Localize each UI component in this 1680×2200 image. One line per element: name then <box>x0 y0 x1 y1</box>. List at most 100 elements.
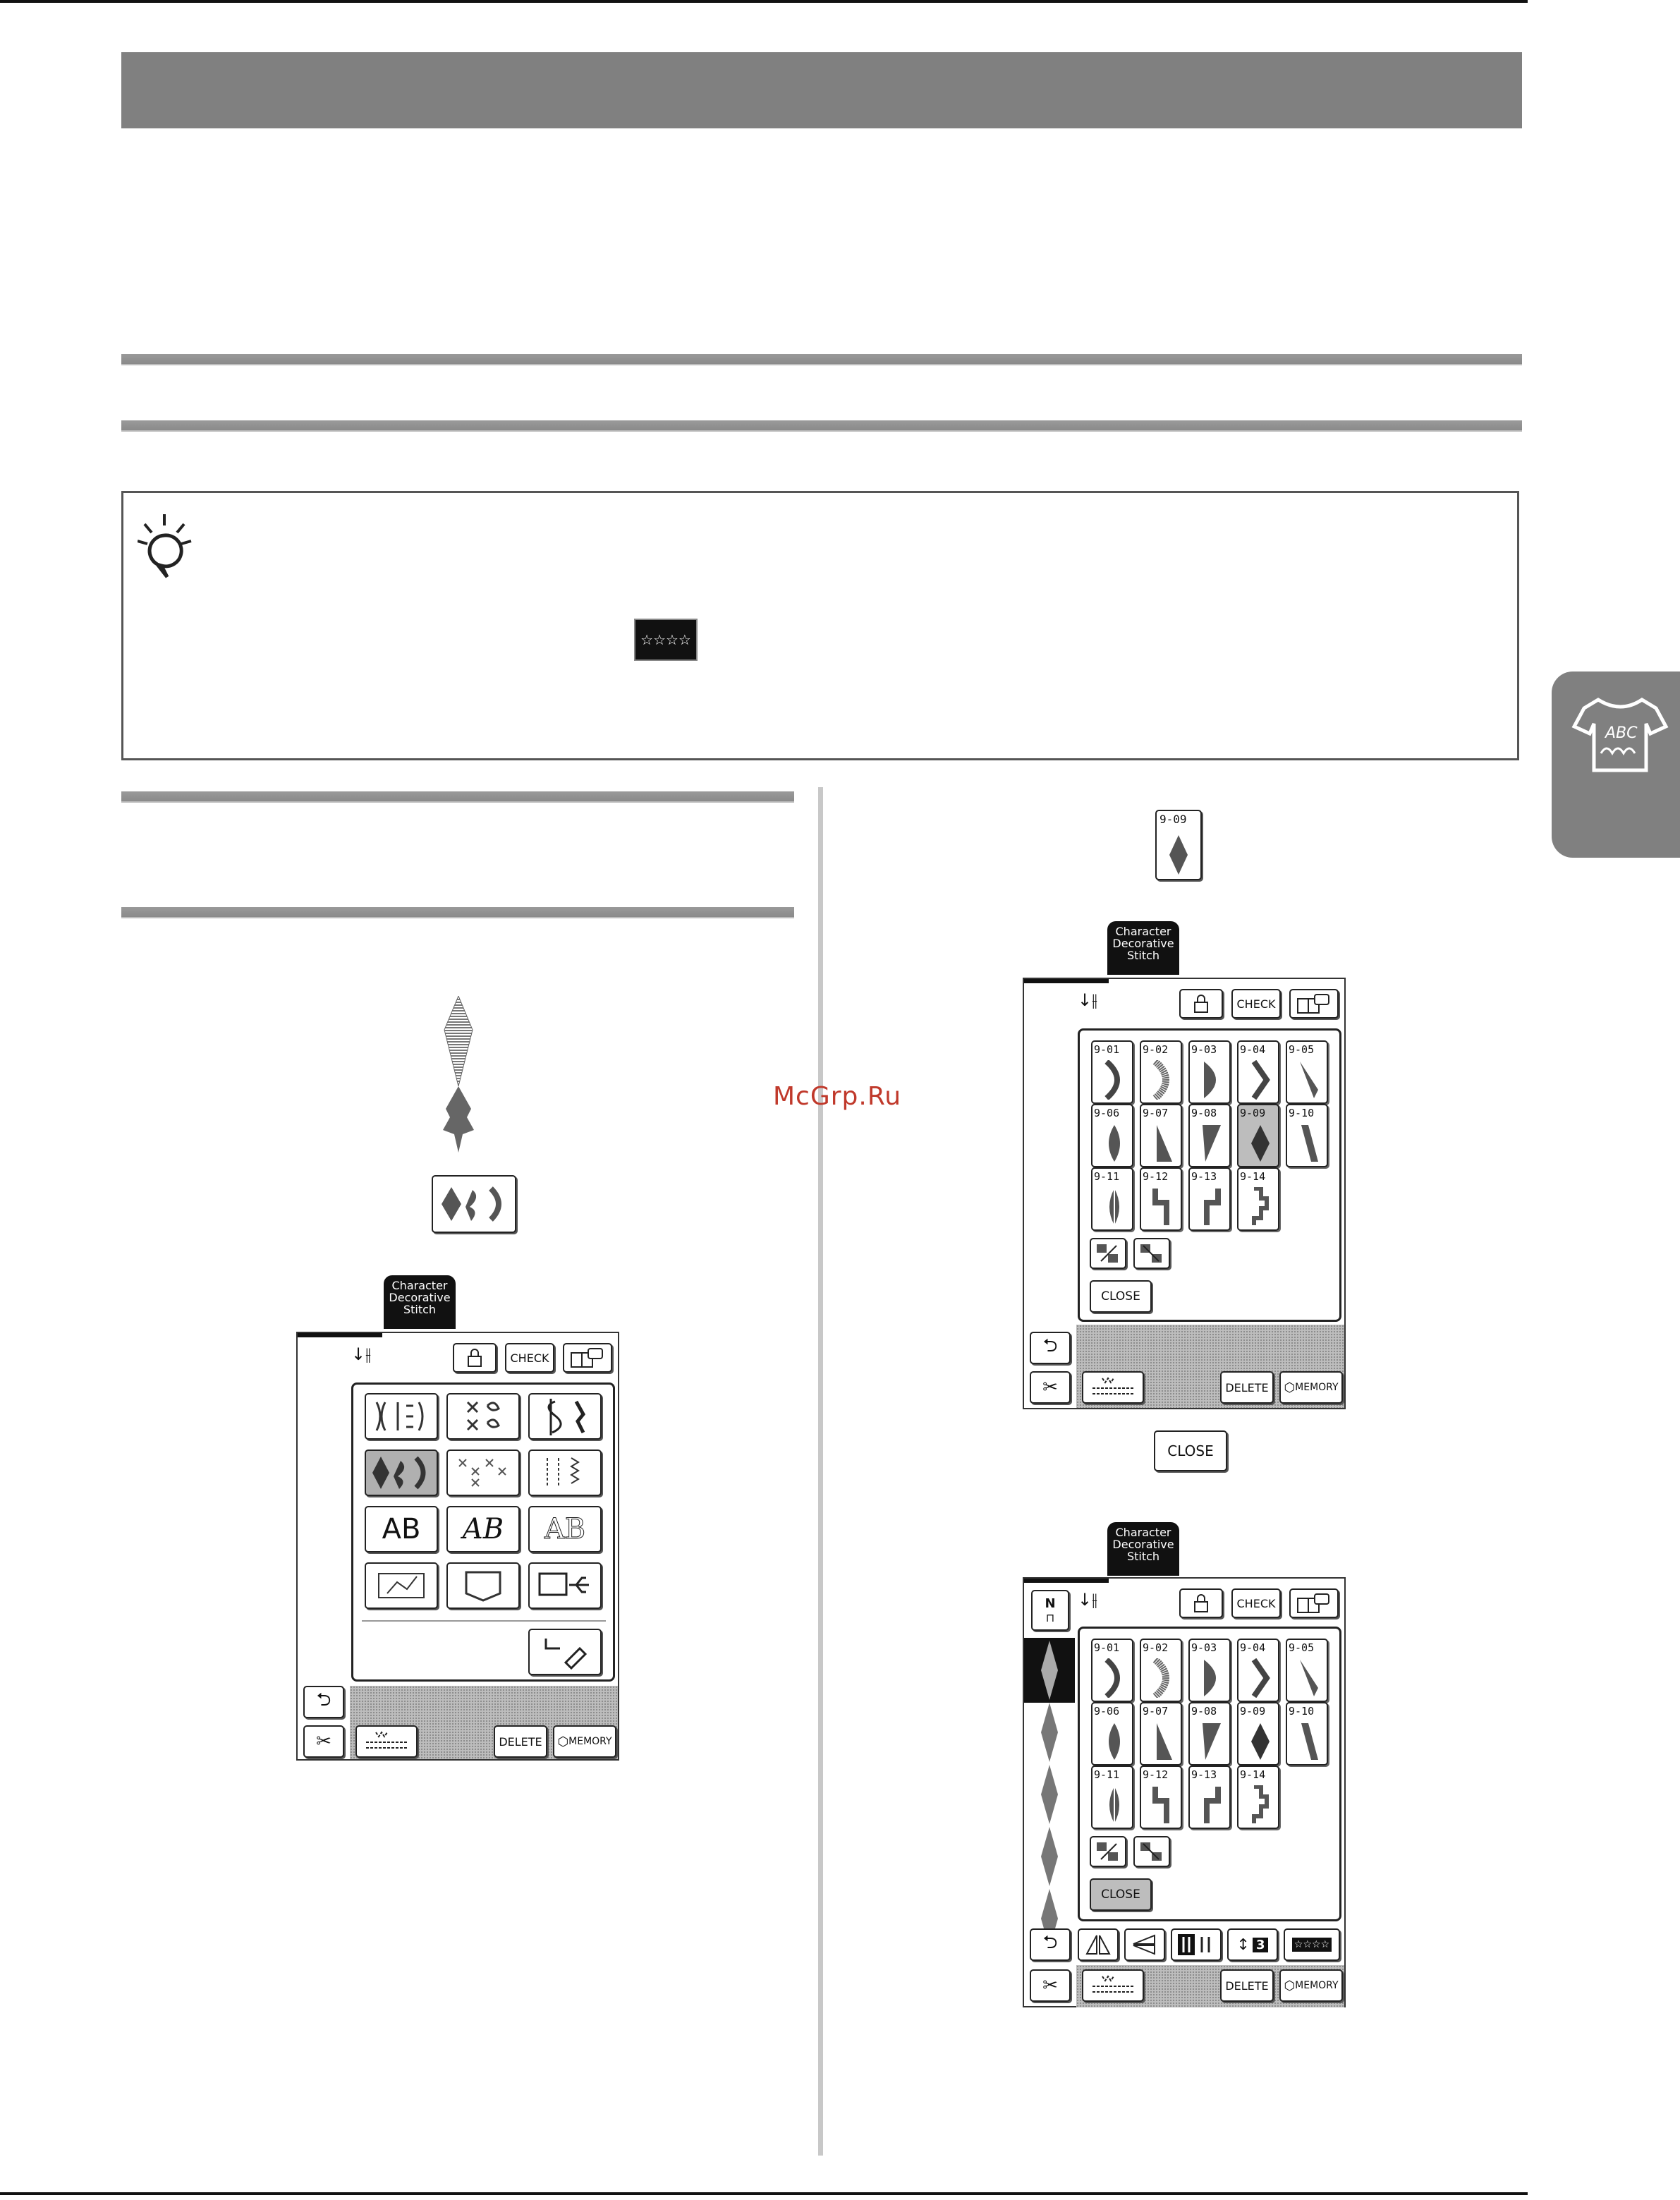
s3-stitch-9-05[interactable]: 9-05 <box>1286 1639 1328 1702</box>
screen3-check-button[interactable]: CHECK <box>1231 1588 1281 1618</box>
page-prev-button[interactable] <box>1090 1238 1126 1269</box>
screen3-panel: N ⊓ ↓⫲ CHECK 9-01 9-02 9-03 9-04 9-05 9-… <box>1023 1577 1346 2007</box>
category-cross[interactable] <box>446 1393 520 1440</box>
category-combination[interactable] <box>365 1562 438 1609</box>
screen3-delete-button[interactable]: DELETE <box>1220 1969 1274 2002</box>
category-usb[interactable] <box>528 1562 602 1609</box>
reverse-button[interactable]: ⮌ <box>303 1686 344 1718</box>
close-button[interactable]: CLOSE <box>1090 1280 1152 1313</box>
stitch-9-04[interactable]: 9-04 <box>1237 1040 1279 1104</box>
twin-needle-button[interactable] <box>1171 1928 1222 1961</box>
category-ornament[interactable] <box>528 1393 602 1440</box>
my-custom-stitch-button[interactable] <box>528 1629 602 1675</box>
s3-stitch-9-07[interactable]: 9-07 <box>1140 1702 1182 1766</box>
left-subheading-bar-2 <box>121 907 794 918</box>
screen3-memory-button[interactable]: ⬡MEMORY <box>1279 1969 1343 2002</box>
reverse-triangle-stitch-icon <box>1203 1723 1221 1760</box>
stitch-code: 9-08 <box>1191 1705 1217 1718</box>
density-button[interactable]: ☆☆☆☆ <box>1284 1928 1340 1961</box>
screen3-lock-button[interactable] <box>1179 1588 1223 1618</box>
screen3-reverse-button[interactable]: ⮌ <box>1030 1928 1071 1961</box>
manual-button[interactable] <box>563 1343 612 1373</box>
crescent-stitch-icon <box>1152 1658 1169 1698</box>
elongation-count: 3 <box>1252 1937 1269 1952</box>
mirror-horizontal-button[interactable] <box>1078 1928 1119 1961</box>
s3-stitch-9-11[interactable]: 9-11 <box>1091 1766 1133 1829</box>
category-floral[interactable] <box>365 1393 438 1440</box>
stitch-9-14[interactable]: 9-14 <box>1237 1167 1279 1231</box>
mirror-vertical-button[interactable] <box>1124 1928 1165 1961</box>
stitch-code: 9-03 <box>1191 1641 1217 1654</box>
category-satin[interactable] <box>365 1450 438 1496</box>
stitch-9-10[interactable]: 9-10 <box>1286 1104 1328 1167</box>
screen3-tab-text: Character Decorative Stitch <box>1112 1526 1174 1563</box>
screen3-stitch-preview-button[interactable] <box>1082 1969 1144 2002</box>
stitch-preview-button[interactable] <box>355 1725 418 1758</box>
category-pocket[interactable] <box>446 1562 520 1609</box>
s3-stitch-9-10[interactable]: 9-10 <box>1286 1702 1328 1766</box>
stitch-9-13[interactable]: 9-13 <box>1188 1167 1231 1231</box>
chapter-side-tab: ABC <box>1552 671 1680 858</box>
stitch-9-09[interactable]: 9-09 <box>1237 1104 1279 1167</box>
category-script[interactable]: AB <box>446 1506 520 1552</box>
s3-page-next-icon <box>1140 1842 1162 1861</box>
stitch-code: 9-06 <box>1094 1705 1120 1718</box>
s3-stitch-9-14[interactable]: 9-14 <box>1237 1766 1279 1829</box>
screen2-delete-button[interactable]: DELETE <box>1220 1371 1274 1404</box>
stitch-9-11[interactable]: 9-11 <box>1091 1167 1133 1231</box>
category-outline[interactable]: AB <box>528 1506 602 1552</box>
presser-foot-button[interactable]: N ⊓ <box>1031 1590 1069 1631</box>
delete-button[interactable]: DELETE <box>494 1725 547 1758</box>
screen3-thread-cutter-button[interactable]: ✂ <box>1030 1969 1071 2002</box>
s3-stitch-9-04[interactable]: 9-04 <box>1237 1639 1279 1702</box>
s3-stitch-9-09[interactable]: 9-09 <box>1237 1702 1279 1766</box>
screen2-memory-button[interactable]: ⬡MEMORY <box>1279 1371 1343 1404</box>
check-button[interactable]: CHECK <box>505 1343 554 1373</box>
screen2-lock-icon <box>1194 995 1208 1013</box>
bottom-rule <box>0 2192 1528 2195</box>
s3-stitch-9-01[interactable]: 9-01 <box>1091 1639 1133 1702</box>
screen2-reverse-button[interactable]: ⮌ <box>1030 1332 1071 1364</box>
stitch-9-07[interactable]: 9-07 <box>1140 1104 1182 1167</box>
screen3-header-rule <box>1024 1579 1109 1583</box>
stitch-9-03[interactable]: 9-03 <box>1188 1040 1231 1104</box>
screen2-stitch-preview-button[interactable] <box>1082 1371 1144 1404</box>
s3-stitch-9-03[interactable]: 9-03 <box>1188 1639 1231 1702</box>
stitch-9-06[interactable]: 9-06 <box>1091 1104 1133 1167</box>
thread-cutter-button[interactable]: ✂ <box>303 1725 344 1758</box>
category-utility[interactable] <box>528 1450 602 1496</box>
s3-page-next-button[interactable] <box>1133 1836 1170 1867</box>
pocket-icon <box>465 1571 501 1602</box>
stitch-9-12[interactable]: 9-12 <box>1140 1167 1182 1231</box>
stitch-code: 9-12 <box>1143 1768 1169 1781</box>
category-gothic[interactable]: AB <box>365 1506 438 1552</box>
star-density-key-stars: ☆☆☆☆ <box>640 631 691 648</box>
s3-page-prev-button[interactable] <box>1090 1836 1126 1867</box>
s3-stitch-9-13[interactable]: 9-13 <box>1188 1766 1231 1829</box>
screen3-manual-button[interactable] <box>1289 1588 1339 1618</box>
tshirt-embroidery-icon: ABC <box>1571 698 1669 772</box>
decorative-stitch-sample-icon <box>443 996 474 1153</box>
s3-stitch-9-08[interactable]: 9-08 <box>1188 1702 1231 1766</box>
stitch-9-08[interactable]: 9-08 <box>1188 1104 1231 1167</box>
screen2-lock-button[interactable] <box>1179 989 1223 1019</box>
stitch-9-02[interactable]: 9-02 <box>1140 1040 1182 1104</box>
memory-button[interactable]: ⬡MEMORY <box>553 1725 616 1758</box>
category-cross-2[interactable] <box>446 1450 520 1496</box>
screen2-check-button[interactable]: CHECK <box>1231 989 1281 1019</box>
elongation-button[interactable]: ↕ 3 <box>1227 1928 1278 1961</box>
screen2-thread-cutter-button[interactable]: ✂ <box>1030 1371 1071 1404</box>
screen2-manual-button[interactable] <box>1289 989 1339 1019</box>
stitch-9-05[interactable]: 9-05 <box>1286 1040 1328 1104</box>
s3-stitch-9-12[interactable]: 9-12 <box>1140 1766 1182 1829</box>
lock-button[interactable] <box>453 1343 497 1373</box>
stitch-code: 9-02 <box>1143 1641 1169 1654</box>
s3-stitch-9-02[interactable]: 9-02 <box>1140 1639 1182 1702</box>
page-prev-icon <box>1097 1244 1118 1263</box>
stitch-9-01[interactable]: 9-01 <box>1091 1040 1133 1104</box>
s3-stitch-9-06[interactable]: 9-06 <box>1091 1702 1133 1766</box>
s3-close-button[interactable]: CLOSE <box>1090 1878 1152 1911</box>
stitch-code: 9-06 <box>1094 1107 1120 1119</box>
slant-stitch-icon <box>1301 1125 1318 1162</box>
page-next-button[interactable] <box>1133 1238 1170 1269</box>
